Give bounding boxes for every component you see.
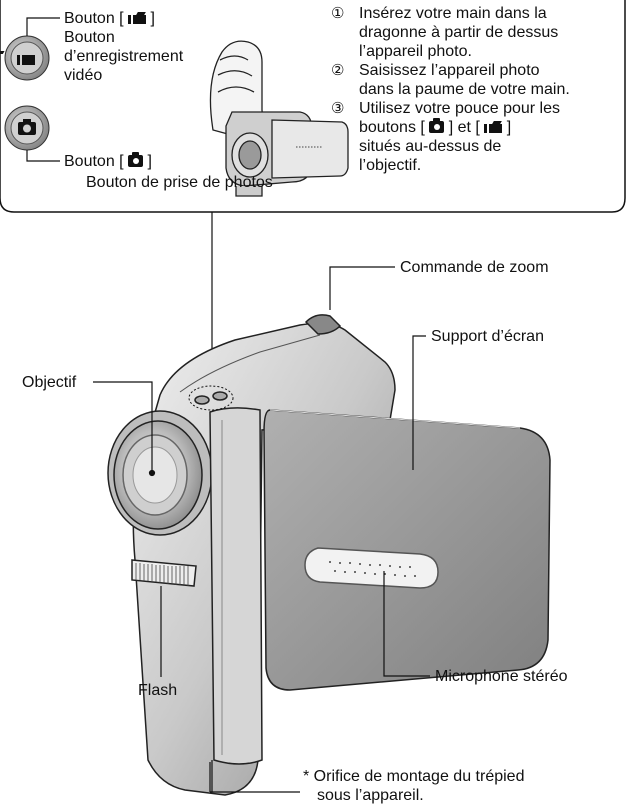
photo-button-leader (26, 150, 60, 162)
step-1-line-3: l’appareil photo. (359, 43, 472, 60)
step-3: ③ Utilisez votre pouce pour les boutons … (331, 99, 621, 175)
step-3-line-2-b: ] et [ (444, 119, 485, 136)
instruction-steps: ① Insérez votre main dans la dragonne à … (331, 4, 621, 175)
tripod-label-1: * Orifice de montage du trépied (303, 768, 525, 785)
step-1-line-2: dragonne à partir de dessus (359, 24, 559, 41)
tripod-label-2: sous l’appareil. (317, 787, 424, 804)
tripod-leader (209, 762, 300, 793)
step-3-line-2-c: ] (502, 119, 512, 136)
screen-label: Support d’écran (431, 328, 544, 345)
step-3-line-2-a: boutons [ (359, 119, 430, 136)
step-1-line-1: Insérez votre main dans la (359, 5, 547, 22)
step-3-line-4: l’objectif. (359, 157, 422, 174)
photo-button-title-suffix: ] (147, 153, 152, 170)
video-button-title-suffix: ] (150, 10, 155, 27)
photo-button-circle (4, 105, 50, 151)
video-record-icon (484, 121, 503, 133)
step-2-number: ② (331, 62, 345, 79)
step-1: ① Insérez votre main dans la dragonne à … (331, 4, 621, 61)
video-button-desc-3: vidéo (64, 67, 103, 84)
step-3-line-3: situés au-dessus de (359, 138, 502, 155)
video-button-desc-1: Bouton (64, 29, 115, 46)
info-panel-frame (0, 0, 626, 213)
video-button-desc-2: d’enregistrement (64, 48, 184, 65)
video-button-title: Bouton [ ] (64, 9, 155, 28)
zoom-label: Commande de zoom (400, 259, 549, 276)
photo-button-desc: Bouton de prise de photos (86, 174, 273, 191)
video-button-leader (26, 17, 60, 36)
mic-leader (383, 571, 430, 677)
screen-leader (412, 335, 426, 470)
camera-icon (429, 118, 445, 133)
lens-leader (93, 381, 153, 473)
hand-illustration (209, 40, 349, 197)
step-2-line-1: Saisissez l’appareil photo (359, 62, 540, 79)
camcorder-body (107, 314, 551, 796)
video-button-title-prefix: Bouton [ (64, 10, 124, 27)
mic-label: Microphone stéréo (435, 668, 568, 685)
step-2: ② Saisissez l’appareil photo dans la pau… (331, 61, 621, 99)
step-3-line-2: boutons [ ] et [ ] (359, 118, 560, 137)
lens-label: Objectif (22, 374, 77, 391)
flash-label: Flash (138, 682, 178, 699)
camera-icon (128, 152, 144, 167)
photo-button-title: Bouton [ ] (64, 152, 152, 171)
mic-dots (329, 561, 416, 577)
video-record-icon (128, 12, 147, 24)
step-2-line-2: dans la paume de votre main. (359, 81, 570, 98)
step-3-line-1: Utilisez votre pouce pour les (359, 100, 560, 117)
step-3-number: ③ (331, 100, 345, 117)
step-1-number: ① (331, 5, 345, 22)
photo-button-title-prefix: Bouton [ (64, 153, 124, 170)
video-button-circle (0, 35, 50, 81)
zoom-leader (329, 266, 395, 310)
